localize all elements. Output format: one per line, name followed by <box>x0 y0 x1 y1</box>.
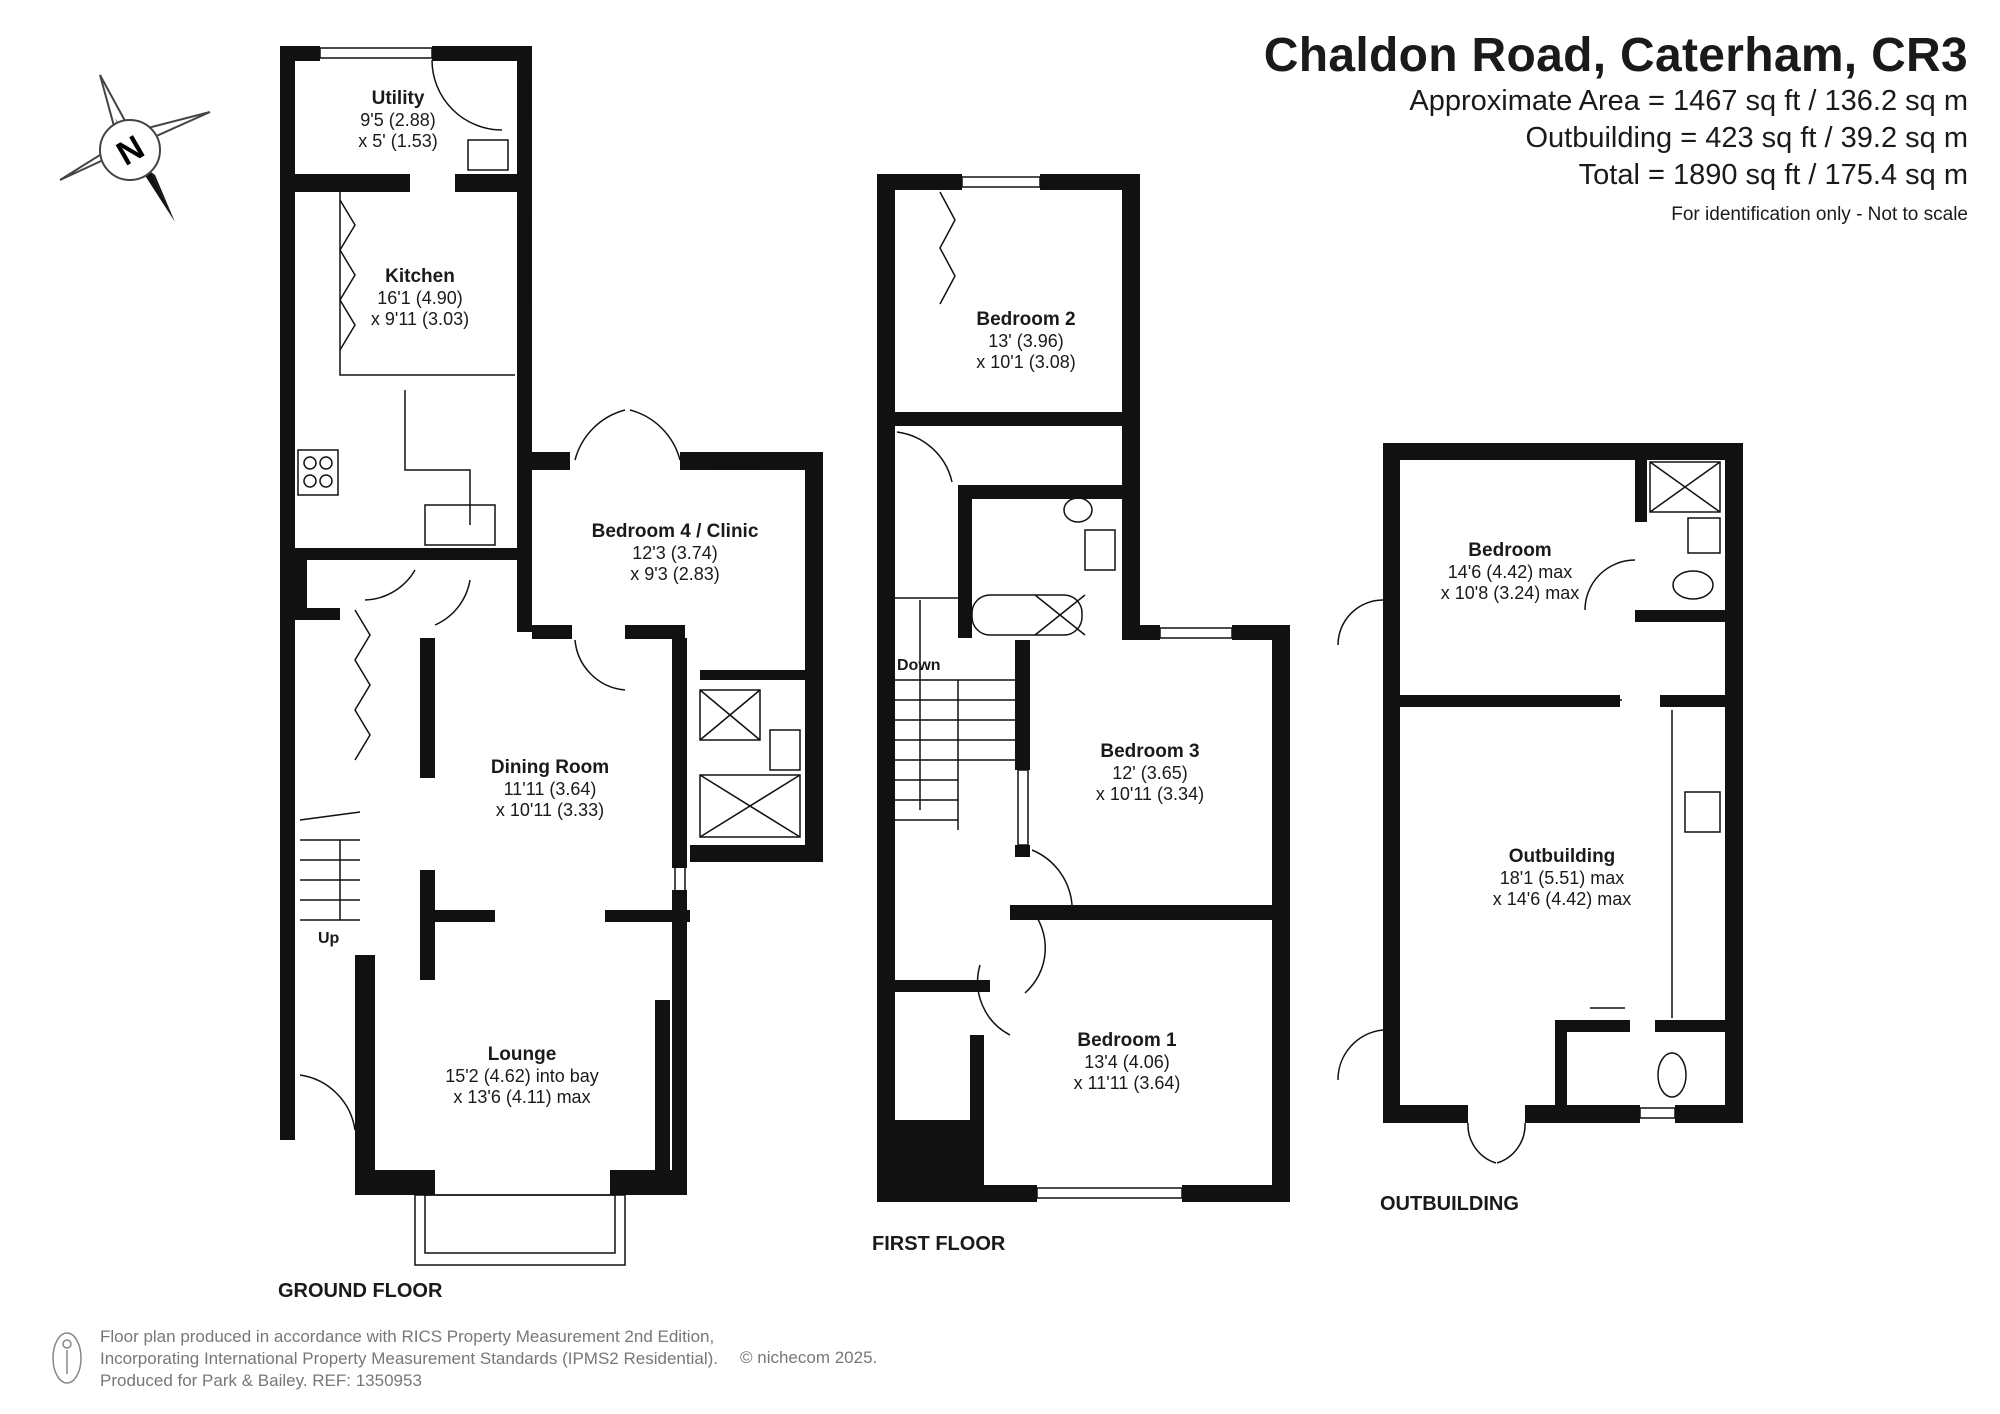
ground-floor-walls <box>280 46 823 1195</box>
lounge-dim1: 15'2 (4.62) into bay <box>445 1066 599 1086</box>
bedroom4-dim2: x 9'3 (2.83) <box>630 564 719 584</box>
approximate-area: Approximate Area = 1467 sq ft / 136.2 sq… <box>1409 85 1968 117</box>
first-floor-walls <box>877 174 1290 1202</box>
outbuilding-bedroom-dim2: x 10'8 (3.24) max <box>1441 583 1580 603</box>
first-floor-label: FIRST FLOOR <box>872 1233 1006 1255</box>
outbuilding-room-dim1: 18'1 (5.51) max <box>1500 868 1625 888</box>
dining-dim1: 11'11 (3.64) <box>504 779 597 799</box>
first-floor-fixtures <box>895 176 1233 1199</box>
bedroom1-dim2: x 11'11 (3.64) <box>1074 1073 1181 1093</box>
kitchen-name: Kitchen <box>385 266 455 287</box>
outbuilding-bedroom-name: Bedroom <box>1468 540 1551 561</box>
lounge-name: Lounge <box>488 1044 557 1065</box>
scale-note: For identification only - Not to scale <box>1671 204 1968 225</box>
utility-dim2: x 5' (1.53) <box>358 131 437 151</box>
footer-notes: Floor plan produced in accordance with R… <box>100 1326 718 1392</box>
footer-line-2: Incorporating International Property Mea… <box>100 1349 718 1368</box>
total-area: Total = 1890 sq ft / 175.4 sq m <box>1578 159 1968 191</box>
utility-name: Utility <box>372 88 425 109</box>
bedroom2-name: Bedroom 2 <box>976 309 1075 330</box>
copyright: © nichecom 2025. <box>740 1348 878 1367</box>
kitchen-dim1: 16'1 (4.90) <box>377 288 463 308</box>
outbuilding-area: Outbuilding = 423 sq ft / 39.2 sq m <box>1525 122 1968 154</box>
compass-rose: N <box>59 74 211 222</box>
outbuilding-walls <box>1383 443 1743 1123</box>
lounge-dim2: x 13'6 (4.11) max <box>453 1087 590 1107</box>
bedroom2-dim1: 13' (3.96) <box>988 331 1063 351</box>
footer-line-3: Produced for Park & Bailey. REF: 1350953 <box>100 1371 422 1390</box>
bedroom3-dim2: x 10'11 (3.34) <box>1096 784 1204 804</box>
outbuilding-room-name: Outbuilding <box>1509 846 1616 867</box>
ground-floor-fixtures <box>297 47 801 1266</box>
outbuilding-bedroom-dim1: 14'6 (4.42) max <box>1448 562 1573 582</box>
bedroom3-name: Bedroom 3 <box>1100 741 1199 762</box>
bedroom1-name: Bedroom 1 <box>1077 1030 1177 1051</box>
footer-line-1: Floor plan produced in accordance with R… <box>100 1327 715 1346</box>
outbuilding-room-dim2: x 14'6 (4.42) max <box>1493 889 1632 909</box>
property-title: Chaldon Road, Caterham, CR3 <box>1263 29 1968 82</box>
plan-header: Chaldon Road, Caterham, CR3 Approximate … <box>1264 28 1968 226</box>
bedroom4-dim1: 12'3 (3.74) <box>632 543 718 563</box>
stairs-down-label: Down <box>897 657 941 674</box>
bedroom1-dim1: 13'4 (4.06) <box>1084 1052 1170 1072</box>
person-scale-icon <box>52 1332 82 1384</box>
utility-dim1: 9'5 (2.88) <box>360 110 435 130</box>
bedroom2-dim2: x 10'1 (3.08) <box>976 352 1076 372</box>
outbuilding-fixtures <box>1337 461 1739 1164</box>
stairs-up-label: Up <box>318 930 340 947</box>
dining-name: Dining Room <box>491 757 609 778</box>
bedroom3-dim1: 12' (3.65) <box>1112 763 1187 783</box>
outbuilding-label: OUTBUILDING <box>1380 1193 1519 1215</box>
bedroom4-name: Bedroom 4 / Clinic <box>592 521 759 542</box>
dining-dim2: x 10'11 (3.33) <box>496 800 604 820</box>
kitchen-dim2: x 9'11 (3.03) <box>371 309 469 329</box>
ground-floor-label: GROUND FLOOR <box>278 1280 443 1302</box>
